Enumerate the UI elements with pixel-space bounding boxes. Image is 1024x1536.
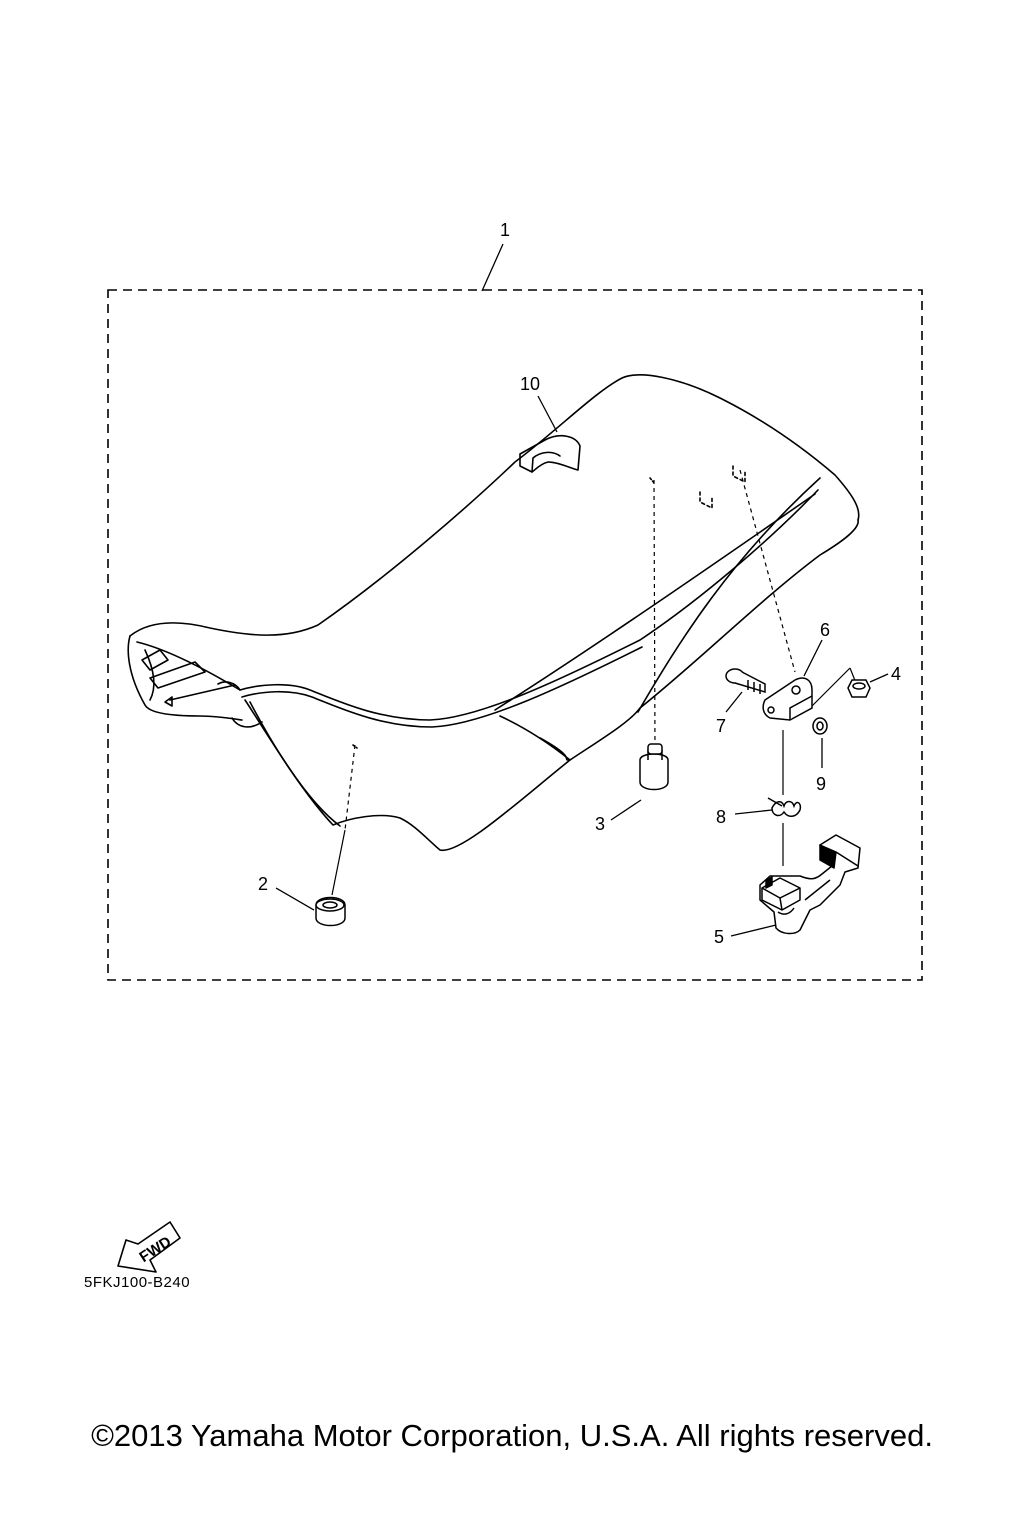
part-2-grommet (315, 896, 346, 927)
leader-7 (725, 691, 743, 713)
leader-6 (803, 639, 823, 677)
callout-7: 7 (716, 716, 726, 736)
callout-9: 9 (816, 774, 826, 794)
callout-5: 5 (714, 927, 724, 947)
leader-5 (730, 924, 777, 937)
leader-8 (734, 809, 773, 815)
part-8-spring (767, 797, 802, 817)
callout-3: 3 (595, 814, 605, 834)
diagram-code: 5FKJ100-B240 (84, 1274, 191, 1291)
leader-1 (481, 243, 504, 292)
leader-10 (537, 395, 558, 433)
copyright-notice: ©2013 Yamaha Motor Corporation, U.S.A. A… (91, 1418, 933, 1453)
leader-2 (275, 887, 315, 911)
callout-10: 10 (520, 374, 540, 394)
part-5-lever (759, 834, 861, 935)
part-3-damper (639, 743, 669, 791)
leader-4 (869, 673, 889, 683)
part-4-nut (847, 679, 871, 698)
part-6-bracket (762, 677, 813, 721)
callout-1: 1 (500, 220, 510, 240)
assembly-boundary (107, 289, 923, 981)
callout-6: 6 (820, 620, 830, 640)
forward-arrow-icon: FWD (117, 1221, 181, 1273)
seat-drawing (127, 374, 860, 851)
part-9-clip (812, 717, 828, 735)
leader-3 (610, 799, 642, 821)
callout-2: 2 (258, 874, 268, 894)
install-lines (331, 469, 857, 896)
callout-4: 4 (891, 664, 901, 684)
callout-8: 8 (716, 807, 726, 827)
part-7-bolt (725, 668, 766, 694)
